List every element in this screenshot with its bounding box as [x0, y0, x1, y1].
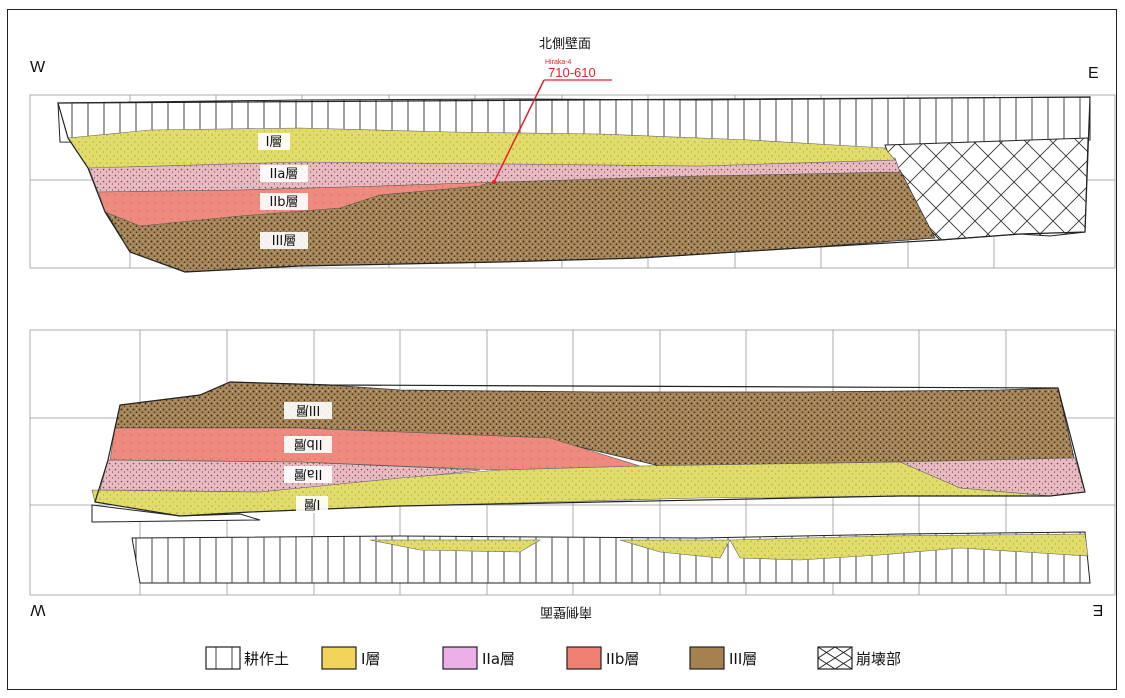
- south-wall-title: 南側壁面: [540, 604, 592, 620]
- south-topsoil-layer-1: [369, 533, 1089, 561]
- legend-item-topsoil: 耕作土: [205, 646, 289, 670]
- north-dir-east: E: [1088, 65, 1099, 82]
- figure-frame: [7, 9, 1117, 690]
- legend-item-collapsed: 崩壊部: [817, 646, 901, 670]
- north-label-l2b: IIb層: [270, 195, 299, 210]
- legend-item-layer-2a: IIa層: [442, 646, 515, 670]
- legend-label-layer-3: III層: [729, 650, 757, 668]
- sample-code: 710-610: [548, 65, 596, 80]
- north-dir-west: W: [30, 59, 46, 76]
- legend-item-layer-1: I層: [321, 646, 380, 670]
- north-label-l3: III層: [272, 234, 297, 249]
- north-wall-title: 北側壁面: [539, 37, 591, 52]
- south-label-l1: I層: [304, 496, 321, 511]
- legend-label-layer-1: I層: [361, 650, 380, 668]
- south-layer-labels: III層 IIb層 IIa層 I層: [284, 402, 332, 513]
- legend-item-layer-3: III層: [689, 646, 757, 670]
- legend-label-collapsed: 崩壊部: [856, 650, 901, 668]
- north-section-outline: [57, 96, 1091, 273]
- legend-item-layer-2b: IIb層: [566, 646, 639, 670]
- legend-label-layer-2b: IIb層: [606, 650, 639, 668]
- legend-label-layer-2a: IIa層: [482, 650, 515, 668]
- north-label-l1: I層: [266, 135, 283, 150]
- south-label-l3: III層: [296, 402, 321, 417]
- south-section-outline: [94, 381, 1086, 517]
- south-label-l2b: IIb層: [294, 436, 323, 451]
- legend-label-topsoil: 耕作土: [244, 650, 289, 668]
- north-wall-section: 北側壁面 W E: [29, 37, 1116, 273]
- south-dir-west: W: [30, 601, 46, 618]
- south-wall-section: III層 IIb層 IIa層 I層 W E 南側壁面: [30, 329, 1116, 620]
- sample-marker: Hiraka-4 710-610: [492, 59, 612, 184]
- sample-id: Hiraka-4: [545, 59, 572, 66]
- south-label-l2a: IIa層: [294, 466, 323, 481]
- north-layer-labels: I層 IIa層 IIb層 III層: [258, 133, 308, 249]
- south-dir-east: E: [1093, 601, 1104, 618]
- north-label-l2a: IIa層: [270, 167, 299, 182]
- legend: 耕作土 I層 IIa層 IIb層 III層 崩壊部: [205, 646, 901, 670]
